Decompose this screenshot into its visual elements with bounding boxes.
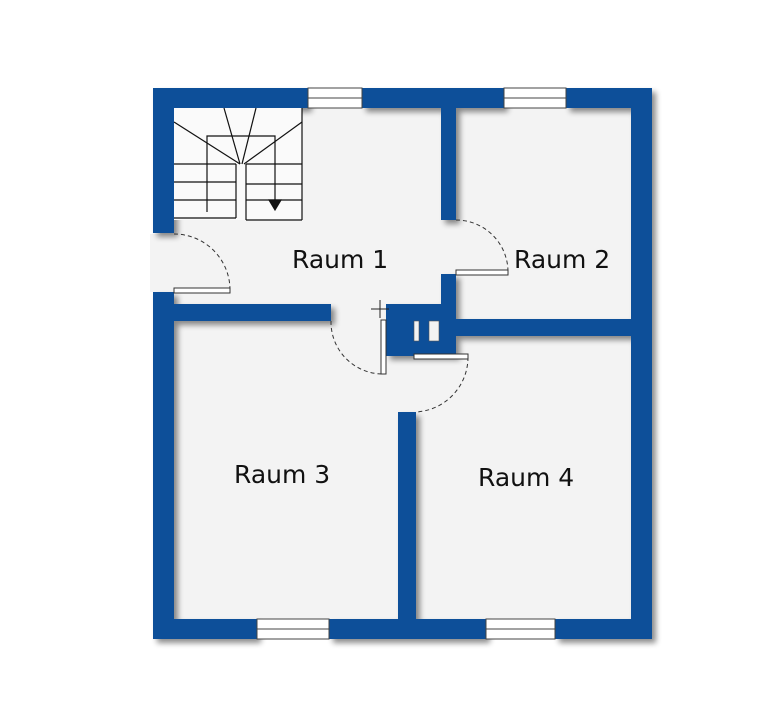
wall-right: [631, 88, 652, 639]
wall-bottom-right: [555, 619, 652, 639]
room-label-raum-3: Raum 3: [234, 460, 331, 489]
door-entrance: [173, 233, 231, 294]
wall-bottom-left: [153, 619, 257, 639]
chimney-block: [386, 304, 456, 356]
window-top-left: [307, 87, 363, 109]
wall-raum3-raum4: [398, 412, 416, 639]
wall-top-mid: [362, 88, 504, 108]
room-label-raum-4: Raum 4: [478, 463, 575, 492]
room-label-raum-2: Raum 2: [514, 245, 611, 274]
crosshair-cursor-icon: [371, 300, 389, 318]
wall-left-lower: [153, 292, 174, 639]
doors: [173, 219, 509, 413]
door-raum2: [455, 219, 509, 276]
staircase-icon: [173, 107, 303, 221]
door-raum3: [330, 319, 387, 375]
door-raum4: [413, 353, 469, 413]
windows: [256, 87, 567, 640]
room-label-raum-1: Raum 1: [292, 245, 389, 274]
window-bottom-right: [485, 618, 556, 640]
window-top-right: [503, 87, 567, 109]
walls: [153, 88, 652, 639]
wall-raum2-raum4: [441, 319, 652, 336]
window-bottom-left: [256, 618, 330, 640]
wall-raum1-raum2-upper: [441, 88, 456, 220]
wall-left-upper: [153, 88, 174, 233]
wall-raum1-raum3: [153, 304, 331, 321]
wall-top-right: [566, 88, 652, 108]
wall-top-left: [153, 88, 308, 108]
chimney-icon: [413, 320, 440, 342]
